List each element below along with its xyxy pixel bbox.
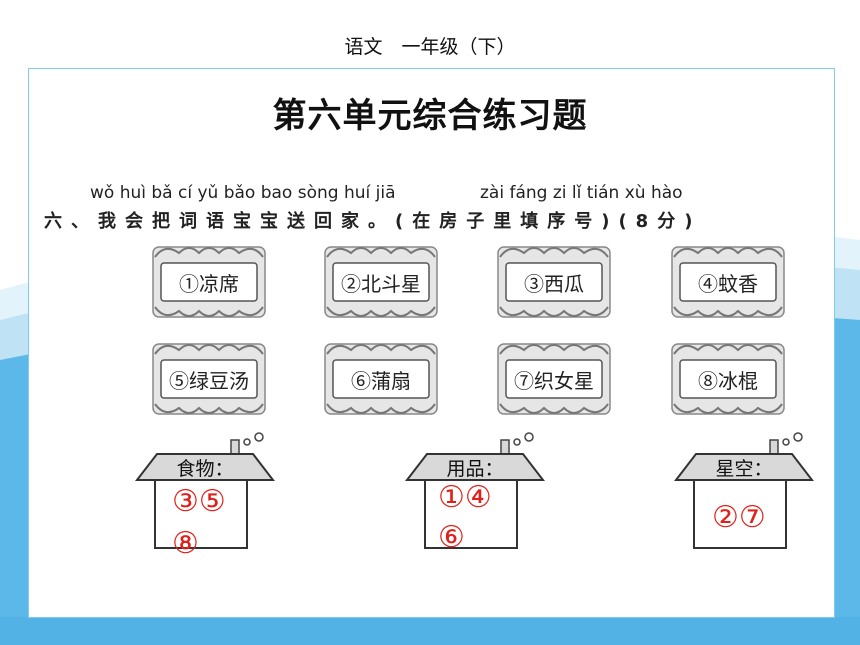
- word-card-label: ⑤绿豆汤: [169, 369, 249, 393]
- answer-items-line2: ⑥: [438, 520, 465, 555]
- subject-header: 语文 一年级（下）: [344, 36, 516, 58]
- word-card-2: ②北斗星: [323, 243, 439, 321]
- house-items-label: 用品：: [446, 458, 504, 480]
- word-card-label: ③西瓜: [524, 272, 584, 296]
- word-card-label: ②北斗星: [341, 272, 421, 296]
- word-card-label: ④蚊香: [698, 272, 758, 296]
- answer-stars-line1: ②⑦: [712, 500, 766, 535]
- word-card-4: ④蚊香: [670, 243, 786, 321]
- word-card-8: ⑧冰棍: [670, 340, 786, 418]
- house-items: 用品：: [405, 432, 545, 562]
- house-stars-label: 星空：: [715, 458, 773, 480]
- answer-food-line1: ③⑤: [172, 484, 226, 519]
- word-card-label: ⑦织女星: [514, 369, 594, 393]
- house-stars: 星空：: [674, 432, 814, 562]
- word-card-6: ⑥蒲扇: [323, 340, 439, 418]
- word-card-label: ⑧冰棍: [698, 369, 758, 393]
- word-card-label: ⑥蒲扇: [351, 369, 411, 393]
- house-food: 食物：: [135, 432, 275, 562]
- house-food-label: 食物：: [176, 458, 234, 480]
- page-title: 第六单元综合练习题: [272, 96, 588, 136]
- answer-items-line1: ①④: [438, 480, 492, 515]
- word-card-3: ③西瓜: [496, 243, 612, 321]
- word-card-1: ①凉席: [151, 243, 267, 321]
- question-pinyin-2: zài fáng zi lǐ tián xù hào: [480, 183, 683, 203]
- word-card-5: ⑤绿豆汤: [151, 340, 267, 418]
- word-card-label: ①凉席: [179, 272, 239, 296]
- word-card-7: ⑦织女星: [496, 340, 612, 418]
- answer-food-line2: ⑧: [172, 526, 199, 561]
- question-pinyin-1: wǒ huì bǎ cí yǔ bǎo bao sòng huí jiā: [90, 183, 396, 203]
- question-text: 六、我会把词语宝宝送回家。(在房子里填序号)(8分): [44, 211, 702, 232]
